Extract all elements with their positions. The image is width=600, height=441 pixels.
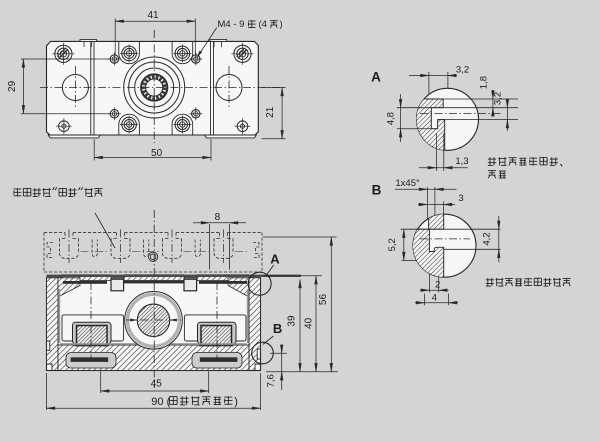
svg-text:): )	[280, 19, 283, 30]
svg-text:4: 4	[432, 292, 437, 303]
svg-text:41: 41	[147, 10, 159, 21]
svg-text:8: 8	[215, 212, 221, 223]
svg-text:21: 21	[265, 106, 276, 118]
svg-text:5,2: 5,2	[387, 238, 398, 251]
svg-text:40: 40	[303, 317, 314, 329]
svg-text:50: 50	[151, 148, 163, 159]
svg-text:7,6: 7,6	[266, 374, 277, 387]
svg-text:(4: (4	[259, 19, 267, 30]
svg-text:1,8: 1,8	[478, 76, 489, 89]
svg-text:2: 2	[435, 279, 440, 290]
svg-text:3,2: 3,2	[456, 64, 469, 75]
svg-text:3,2: 3,2	[493, 92, 504, 105]
svg-text:): )	[234, 396, 238, 408]
svg-text:B: B	[273, 321, 282, 336]
svg-text:56: 56	[318, 294, 329, 306]
svg-text:A: A	[270, 251, 280, 266]
svg-text:45: 45	[151, 379, 163, 390]
svg-text:1,3: 1,3	[455, 156, 468, 167]
svg-text:29: 29	[7, 80, 18, 92]
svg-text:A: A	[371, 70, 381, 85]
svg-text:B: B	[372, 182, 382, 197]
svg-text:4,8: 4,8	[386, 112, 397, 125]
svg-text:M4 - 9: M4 - 9	[218, 19, 245, 30]
svg-text:3: 3	[458, 193, 463, 204]
svg-text:39: 39	[287, 315, 298, 327]
svg-text:1x45°: 1x45°	[395, 178, 420, 189]
svg-text:90 (: 90 (	[151, 396, 170, 408]
svg-text:4,2: 4,2	[482, 232, 493, 245]
